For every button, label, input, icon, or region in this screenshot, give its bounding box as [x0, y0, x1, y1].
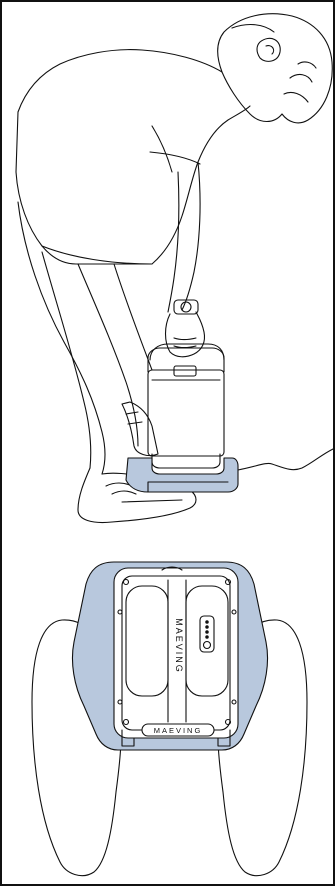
person-shoe-back: [122, 402, 158, 456]
person-hand: [166, 312, 205, 357]
battery-brand-label: MAEVING: [174, 618, 184, 674]
cradle-brand-label: MAEVING: [154, 726, 203, 735]
person-legs: [18, 202, 105, 474]
battery-pack: [148, 344, 224, 468]
person-head: [218, 14, 333, 123]
battery-body: [148, 370, 224, 456]
person-figure: [16, 14, 332, 523]
power-cable: [238, 448, 335, 470]
dock-base: [126, 458, 238, 492]
person-ear: [257, 38, 280, 61]
person-torso: [16, 50, 250, 264]
